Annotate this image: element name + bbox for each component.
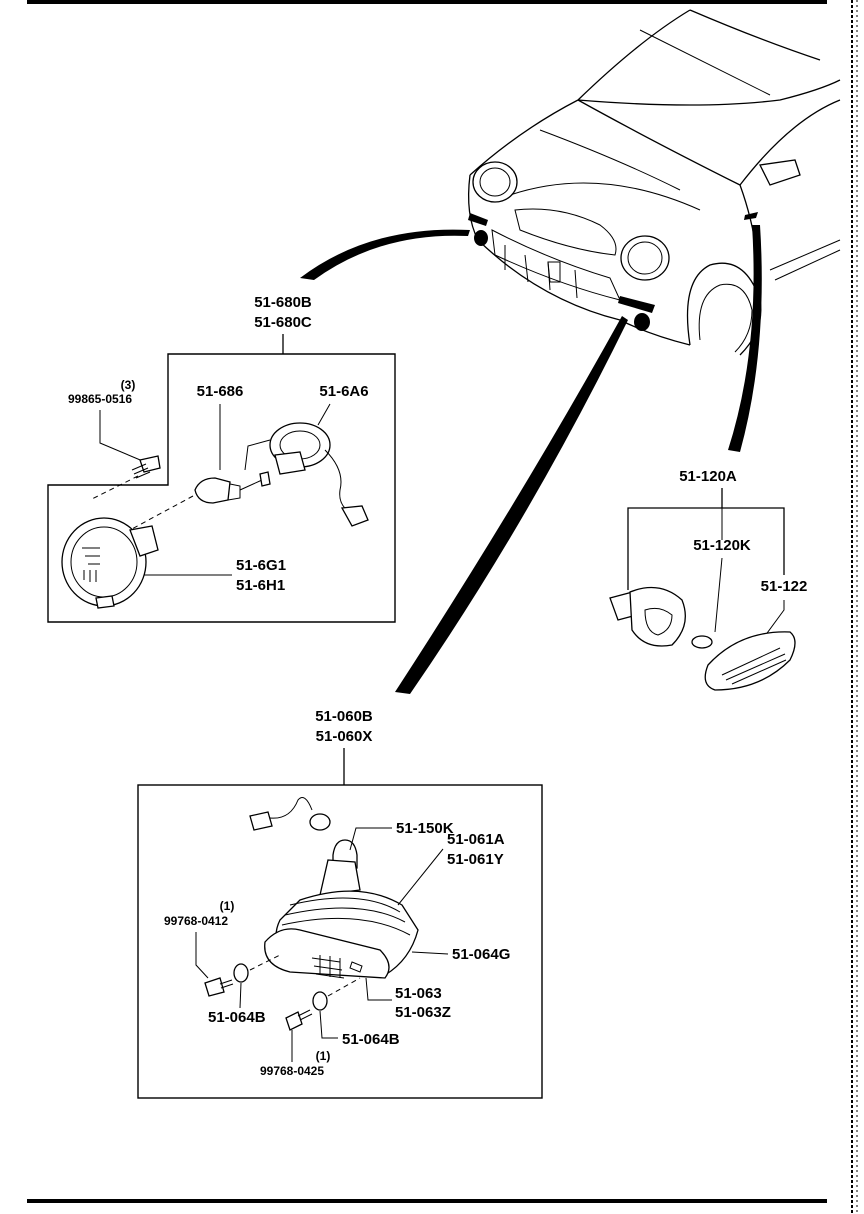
turn-harness-drawing [249,797,331,831]
turn-lens-label-1: 51-063 [395,985,442,1002]
turn-lamp-drawing [264,859,419,979]
fog-group-box [47,353,396,623]
turn-assembly-label-1: 51-060B [315,708,373,725]
turn-group-box [137,784,543,1099]
turn-screw-upper-qty: (1) [220,899,235,913]
turn-washer-left-label: 51-064B [208,1009,266,1026]
marker-lens-label: 51-122 [761,578,808,595]
turn-bulb-label: 51-150K [396,820,454,837]
turn-screw-upper-drawing [204,977,234,997]
fog-socket-label: 51-6A6 [319,383,368,400]
car-illustration [468,9,841,356]
fog-assembly-label-1: 51-680B [254,294,312,311]
turn-screw-lower-drawing [285,1009,313,1031]
fog-assembly-label-2: 51-680C [254,314,312,331]
turn-screw-upper-part: 99768-0412 [164,914,228,928]
top-border-rule [27,0,827,4]
marker-bulb-drawing [691,635,713,649]
turn-screw-lower-part: 99768-0425 [260,1064,324,1078]
marker-bulb-label: 51-120K [693,537,751,554]
turn-washer-left-drawing [233,963,249,983]
leader-swoosh-marker [728,225,762,452]
fog-lamp-drawing [61,517,159,609]
fog-lamp-label-2: 51-6H1 [236,577,285,594]
marker-socket-drawing [609,586,686,647]
fog-screw-drawing [131,455,161,479]
leader-swoosh-turn [395,316,628,694]
fog-lamp-group: 51-680B 51-680C (3) 99865-0516 51-686 51… [47,294,396,623]
bottom-border-rule [27,1199,827,1203]
leader-swoosh-fog [300,229,470,280]
marker-lens-drawing [704,631,796,691]
turn-washer-right-drawing [312,991,328,1011]
turn-lamp-group: 51-060B 51-060X 51-150K [137,708,543,1099]
side-marker-group: 51-120A 51-120K 51-122 [609,468,808,691]
turn-housing-label-2: 51-061Y [447,851,504,868]
fog-screw-qty: (3) [121,378,136,392]
turn-assembly-label-2: 51-060X [316,728,373,745]
turn-bezel-label: 51-064G [452,946,510,963]
fog-socket-drawing [244,422,369,527]
fog-screw-part: 99865-0516 [68,392,132,406]
fog-bulb-drawing [194,471,271,504]
turn-screw-lower-qty: (1) [316,1049,331,1063]
marker-assembly-label: 51-120A [679,468,737,485]
fog-bulb-label: 51-686 [197,383,244,400]
turn-lens-label-2: 51-063Z [395,1004,451,1021]
fog-lamp-label-1: 51-6G1 [236,557,286,574]
turn-washer-right-label: 51-064B [342,1031,400,1048]
turn-housing-label-1: 51-061A [447,831,505,848]
